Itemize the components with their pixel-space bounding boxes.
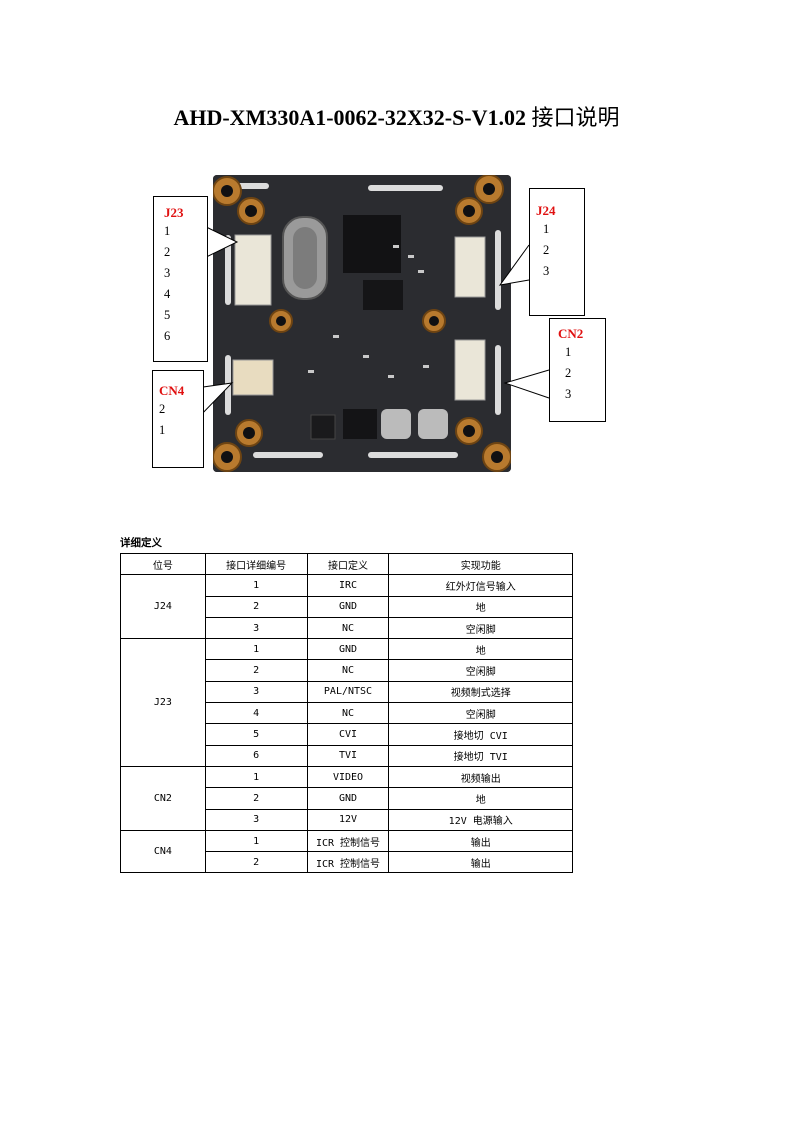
header-cell: 接口定义: [306, 552, 390, 576]
callout-j23-pin: 4: [164, 287, 171, 301]
callout-cn4-name: CN4: [159, 383, 185, 398]
callout-cn4-pin: 2: [159, 402, 166, 416]
table-row: CN4 1 ICR 控制信号 输出: [120, 829, 573, 874]
def-cell: IRC: [306, 574, 390, 597]
section-title: 详细定义: [120, 537, 162, 549]
callout-j23-pin: 6: [164, 329, 171, 343]
def-cell: ICR 控制信号: [306, 829, 390, 853]
header-cell: 接口详细编号: [204, 552, 308, 576]
table-row: J23 1 GND 地: [120, 638, 573, 767]
ref-cell: J23: [120, 638, 206, 767]
def-cell: CVI: [306, 723, 390, 746]
def-cell: VIDEO: [306, 765, 390, 789]
pin-cell: 1: [204, 829, 308, 853]
pin-cell: 5: [204, 723, 308, 746]
ref-cell: J24: [120, 574, 206, 640]
pcb-board-drawing: [213, 175, 511, 472]
pin-cell: 4: [204, 702, 308, 725]
ref-cell: CN4: [120, 829, 206, 874]
table-row: 2 ICR 控制信号 输出: [121, 851, 573, 874]
pin-cell: 3: [204, 808, 308, 831]
pin-cell: 6: [204, 744, 308, 767]
callout-j23: J23 1 2 3 4 5 6: [153, 196, 208, 362]
title-suffix: 接口说明: [531, 105, 620, 130]
title-model: AHD-XM330A1-0062-32X32-S-V1.02: [173, 105, 527, 130]
callout-j24: J24 1 2 3: [529, 188, 585, 316]
callout-cn2-pin: 1: [565, 345, 572, 359]
callout-cn2-name: CN2: [558, 326, 584, 341]
def-cell: GND: [306, 595, 390, 618]
callout-cn4: CN4 2 1: [152, 370, 204, 468]
header-cell: 位号: [120, 552, 206, 576]
table-row: J24 1 IRC 红外灯信号输入: [120, 574, 573, 640]
callout-j23-pin: 3: [164, 266, 171, 280]
def-cell: GND: [306, 638, 390, 661]
func-cell: 视频制式选择: [388, 680, 573, 704]
func-cell: 空闲脚: [388, 702, 573, 725]
page-title: AHD-XM330A1-0062-32X32-S-V1.02 接口说明: [0, 100, 793, 132]
callout-j23-pin: 2: [164, 245, 171, 259]
func-cell: 空闲脚: [388, 659, 573, 682]
table-header-row: 位号 接口详细编号 接口定义 实现功能: [120, 552, 573, 576]
func-cell: 地: [388, 595, 573, 618]
pin-cell: 1: [204, 638, 308, 661]
func-cell: 输出: [388, 851, 573, 874]
pin-cell: 2: [204, 851, 308, 874]
table-row: CN2 1 VIDEO 视频输出: [120, 765, 573, 831]
pin-cell: 3: [204, 680, 308, 704]
func-cell: 视频输出: [388, 765, 573, 789]
callout-j24-name: J24: [536, 203, 556, 218]
func-cell: 输出: [388, 829, 573, 853]
def-cell: NC: [306, 659, 390, 682]
table-row: 3 NC 空闲脚: [121, 616, 573, 640]
pin-cell: 1: [204, 574, 308, 597]
table-row: 2 GND 地: [121, 595, 573, 618]
interface-spec-table: 位号 接口详细编号 接口定义 实现功能 J24 1 IRC 红外灯信号输入 2 …: [120, 552, 573, 874]
func-cell: 接地切 TVI: [388, 744, 573, 767]
callout-j23-pin: 5: [164, 308, 171, 322]
pin-cell: 2: [204, 595, 308, 618]
def-cell: TVI: [306, 744, 390, 767]
pin-cell: 2: [204, 787, 308, 810]
callout-cn4-pin: 1: [159, 423, 166, 437]
callout-j24-pin: 1: [543, 222, 550, 236]
callout-j24-pin: 3: [543, 264, 550, 278]
table-row: 5 CVI 接地切 CVI: [121, 723, 573, 746]
def-cell: PAL/NTSC: [306, 680, 390, 704]
def-cell: 12V: [306, 808, 390, 831]
func-cell: 地: [388, 638, 573, 661]
def-cell: ICR 控制信号: [306, 851, 390, 874]
callout-cn2: CN2 1 2 3: [549, 318, 606, 422]
table-row: 4 NC 空闲脚: [121, 702, 573, 725]
header-cell: 实现功能: [388, 552, 573, 576]
ref-cell: CN2: [120, 765, 206, 831]
func-cell: 接地切 CVI: [388, 723, 573, 746]
pin-cell: 1: [204, 765, 308, 789]
func-cell: 红外灯信号输入: [388, 574, 573, 597]
callout-cn2-pin: 2: [565, 366, 572, 380]
callout-j24-pin: 2: [543, 243, 550, 257]
func-cell: 地: [388, 787, 573, 810]
def-cell: GND: [306, 787, 390, 810]
pcb-board-photo: [213, 175, 511, 472]
func-cell: 12V 电源输入: [388, 808, 573, 831]
func-cell: 空闲脚: [388, 616, 573, 640]
table-row: 3 PAL/NTSC 视频制式选择: [121, 680, 573, 704]
callout-j23-name: J23: [164, 205, 184, 220]
def-cell: NC: [306, 616, 390, 640]
pin-cell: 3: [204, 616, 308, 640]
def-cell: NC: [306, 702, 390, 725]
pin-cell: 2: [204, 659, 308, 682]
callout-cn2-pin: 3: [565, 387, 572, 401]
callout-j23-pin: 1: [164, 224, 171, 238]
